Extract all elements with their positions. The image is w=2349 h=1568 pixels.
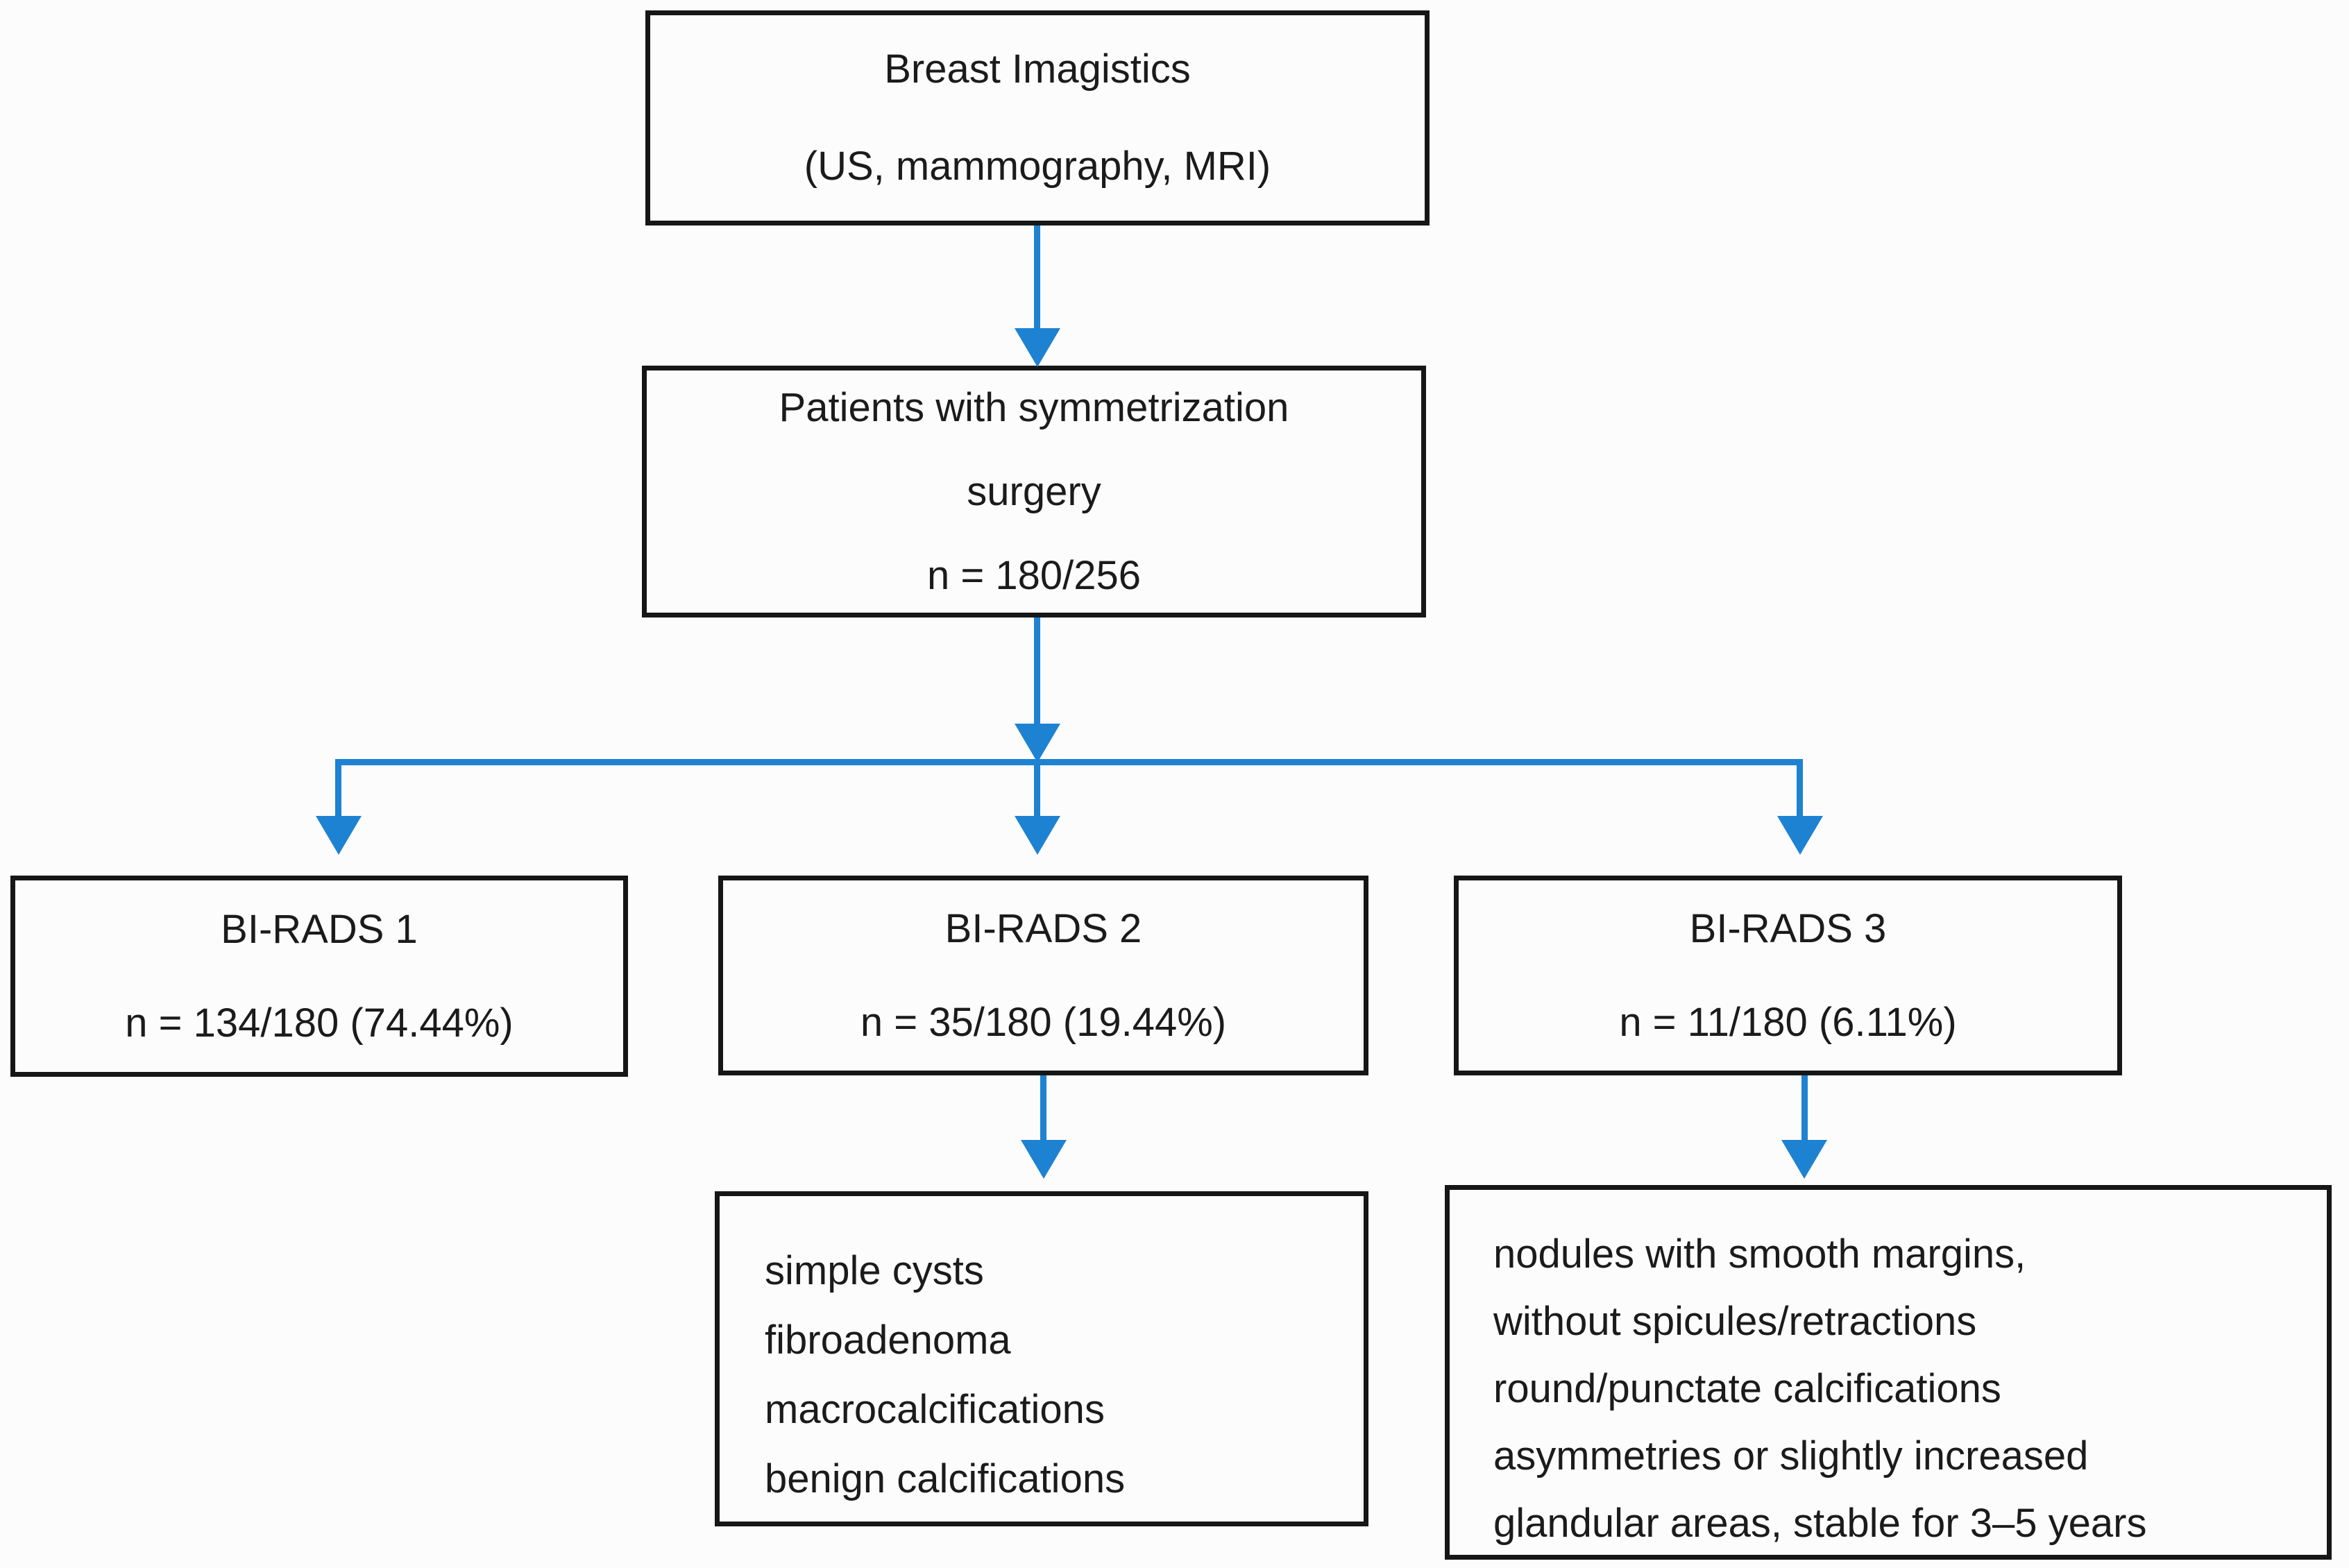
arrow-patients-to-branch-stem (1034, 617, 1040, 724)
arrowhead-down-icon (1015, 328, 1060, 367)
node-count-line: n = 134/180 (74.44%) (125, 1000, 514, 1046)
finding-item: asymmetries or slightly increased (1493, 1433, 2089, 1478)
node-count-line: n = 11/180 (6.11%) (1619, 1000, 1957, 1045)
finding-item: simple cysts (765, 1248, 984, 1293)
node-title-line: BI-RADS 3 (1689, 906, 1887, 951)
node-birads-3-findings: nodules with smooth margins, without spi… (1445, 1185, 2332, 1560)
node-birads-3: BI-RADS 3 n = 11/180 (6.11%) (1454, 876, 2122, 1075)
arrowhead-down-icon (1015, 724, 1060, 762)
node-title-line: BI-RADS 1 (221, 907, 418, 952)
arrow-birads2-to-findings-stem (1040, 1075, 1046, 1141)
node-text-line: surgery (967, 469, 1101, 514)
arrow-birads3-to-findings-stem (1801, 1075, 1808, 1141)
finding-item: nodules with smooth margins, (1493, 1232, 2026, 1277)
arrowhead-down-icon (1781, 1140, 1827, 1179)
finding-item: fibroadenoma (765, 1318, 1011, 1363)
node-title-line: BI-RADS 2 (944, 906, 1142, 951)
arrowhead-down-icon (1021, 1140, 1067, 1179)
arrow-branch-to-birads3-stem (1797, 765, 1803, 817)
node-birads-1: BI-RADS 1 n = 134/180 (74.44%) (10, 876, 628, 1077)
node-text-line: (US, mammography, MRI) (804, 144, 1271, 189)
node-patients-symmetrization: Patients with symmetrization surgery n =… (642, 366, 1426, 617)
arrow-branch-to-birads2-stem (1034, 765, 1040, 817)
arrowhead-down-icon (1777, 816, 1823, 855)
node-birads-2-findings: simple cysts fibroadenoma macrocalcifica… (715, 1191, 1368, 1526)
finding-item: benign calcifications (765, 1456, 1126, 1501)
node-count-line: n = 35/180 (19.44%) (860, 1000, 1227, 1045)
node-text-line: Breast Imagistics (884, 46, 1191, 92)
branch-horizontal-connector (335, 759, 1803, 765)
node-text-line: Patients with symmetrization (779, 385, 1289, 430)
finding-item: macrocalcifications (765, 1387, 1105, 1432)
arrow-branch-to-birads1-stem (335, 765, 341, 817)
finding-item: round/punctate calcifications (1493, 1366, 2001, 1411)
node-birads-2: BI-RADS 2 n = 35/180 (19.44%) (718, 876, 1368, 1075)
finding-item: without spicules/retractions (1493, 1299, 1977, 1344)
node-count-line: n = 180/256 (926, 553, 1141, 598)
arrowhead-down-icon (316, 816, 362, 855)
node-breast-imagistics: Breast Imagistics (US, mammography, MRI) (645, 10, 1430, 225)
arrow-imaging-to-patients-stem (1034, 225, 1040, 328)
finding-item: glandular areas, stable for 3–5 years (1493, 1501, 2147, 1546)
arrowhead-down-icon (1015, 816, 1060, 855)
